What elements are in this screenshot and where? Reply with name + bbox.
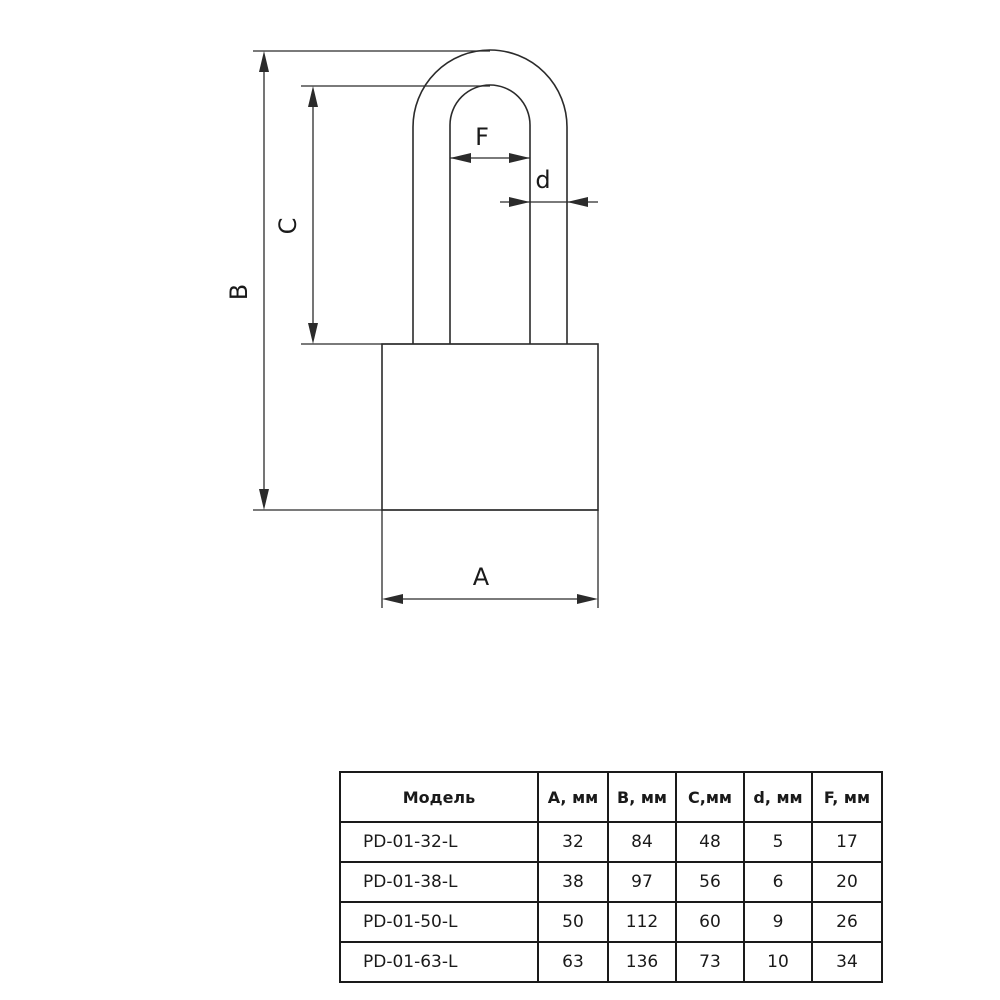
table-row: PD-01-38-L 38 97 56 6 20 — [339, 861, 883, 903]
padlock-dimension-drawing: B C F d A — [225, 49, 599, 608]
table-row: PD-01-50-L 50 112 60 9 26 — [339, 901, 883, 943]
cell-d: 10 — [743, 941, 813, 983]
dim-f-label: F — [475, 123, 489, 151]
cell-b: 136 — [607, 941, 677, 983]
dim-d-arrow-right — [567, 197, 588, 207]
dim-b-label: B — [225, 284, 253, 300]
header-b: B, мм — [607, 771, 677, 823]
cell-b: 97 — [607, 861, 677, 903]
spec-table: Модель A, мм B, мм C,мм d, мм F, мм PD-0… — [339, 771, 883, 983]
dim-a-arrow-right — [577, 594, 598, 604]
dim-d-arrow-left — [509, 197, 530, 207]
cell-f: 20 — [811, 861, 883, 903]
dim-a-label: A — [473, 563, 490, 591]
header-a: A, мм — [537, 771, 609, 823]
cell-c: 73 — [675, 941, 745, 983]
cell-a: 32 — [537, 821, 609, 863]
table-header-row: Модель A, мм B, мм C,мм d, мм F, мм — [339, 771, 883, 823]
cell-model: PD-01-63-L — [339, 941, 539, 983]
dim-f-arrow-left — [450, 153, 471, 163]
cell-c: 48 — [675, 821, 745, 863]
cell-d: 9 — [743, 901, 813, 943]
dim-c-arrow-top — [308, 86, 318, 107]
cell-f: 34 — [811, 941, 883, 983]
dim-c-arrow-bottom — [308, 323, 318, 344]
cell-model: PD-01-38-L — [339, 861, 539, 903]
header-f: F, мм — [811, 771, 883, 823]
dim-b-arrow-top — [259, 51, 269, 72]
cell-d: 5 — [743, 821, 813, 863]
dim-b-arrow-bottom — [259, 489, 269, 510]
dim-a-arrow-left — [382, 594, 403, 604]
cell-a: 38 — [537, 861, 609, 903]
padlock-body — [381, 343, 599, 511]
cell-model: PD-01-50-L — [339, 901, 539, 943]
cell-a: 63 — [537, 941, 609, 983]
cell-c: 60 — [675, 901, 745, 943]
cell-f: 26 — [811, 901, 883, 943]
table-row: PD-01-32-L 32 84 48 5 17 — [339, 821, 883, 863]
cell-d: 6 — [743, 861, 813, 903]
dim-d-label: d — [535, 166, 550, 194]
table-row: PD-01-63-L 63 136 73 10 34 — [339, 941, 883, 983]
header-model: Модель — [339, 771, 539, 823]
header-d: d, мм — [743, 771, 813, 823]
cell-a: 50 — [537, 901, 609, 943]
header-c: C,мм — [675, 771, 745, 823]
cell-b: 112 — [607, 901, 677, 943]
cell-b: 84 — [607, 821, 677, 863]
shackle-inner — [449, 84, 531, 344]
shackle-outer — [412, 49, 568, 344]
dim-f-arrow-right — [509, 153, 530, 163]
cell-f: 17 — [811, 821, 883, 863]
cell-model: PD-01-32-L — [339, 821, 539, 863]
dim-c-label: C — [274, 218, 302, 235]
cell-c: 56 — [675, 861, 745, 903]
